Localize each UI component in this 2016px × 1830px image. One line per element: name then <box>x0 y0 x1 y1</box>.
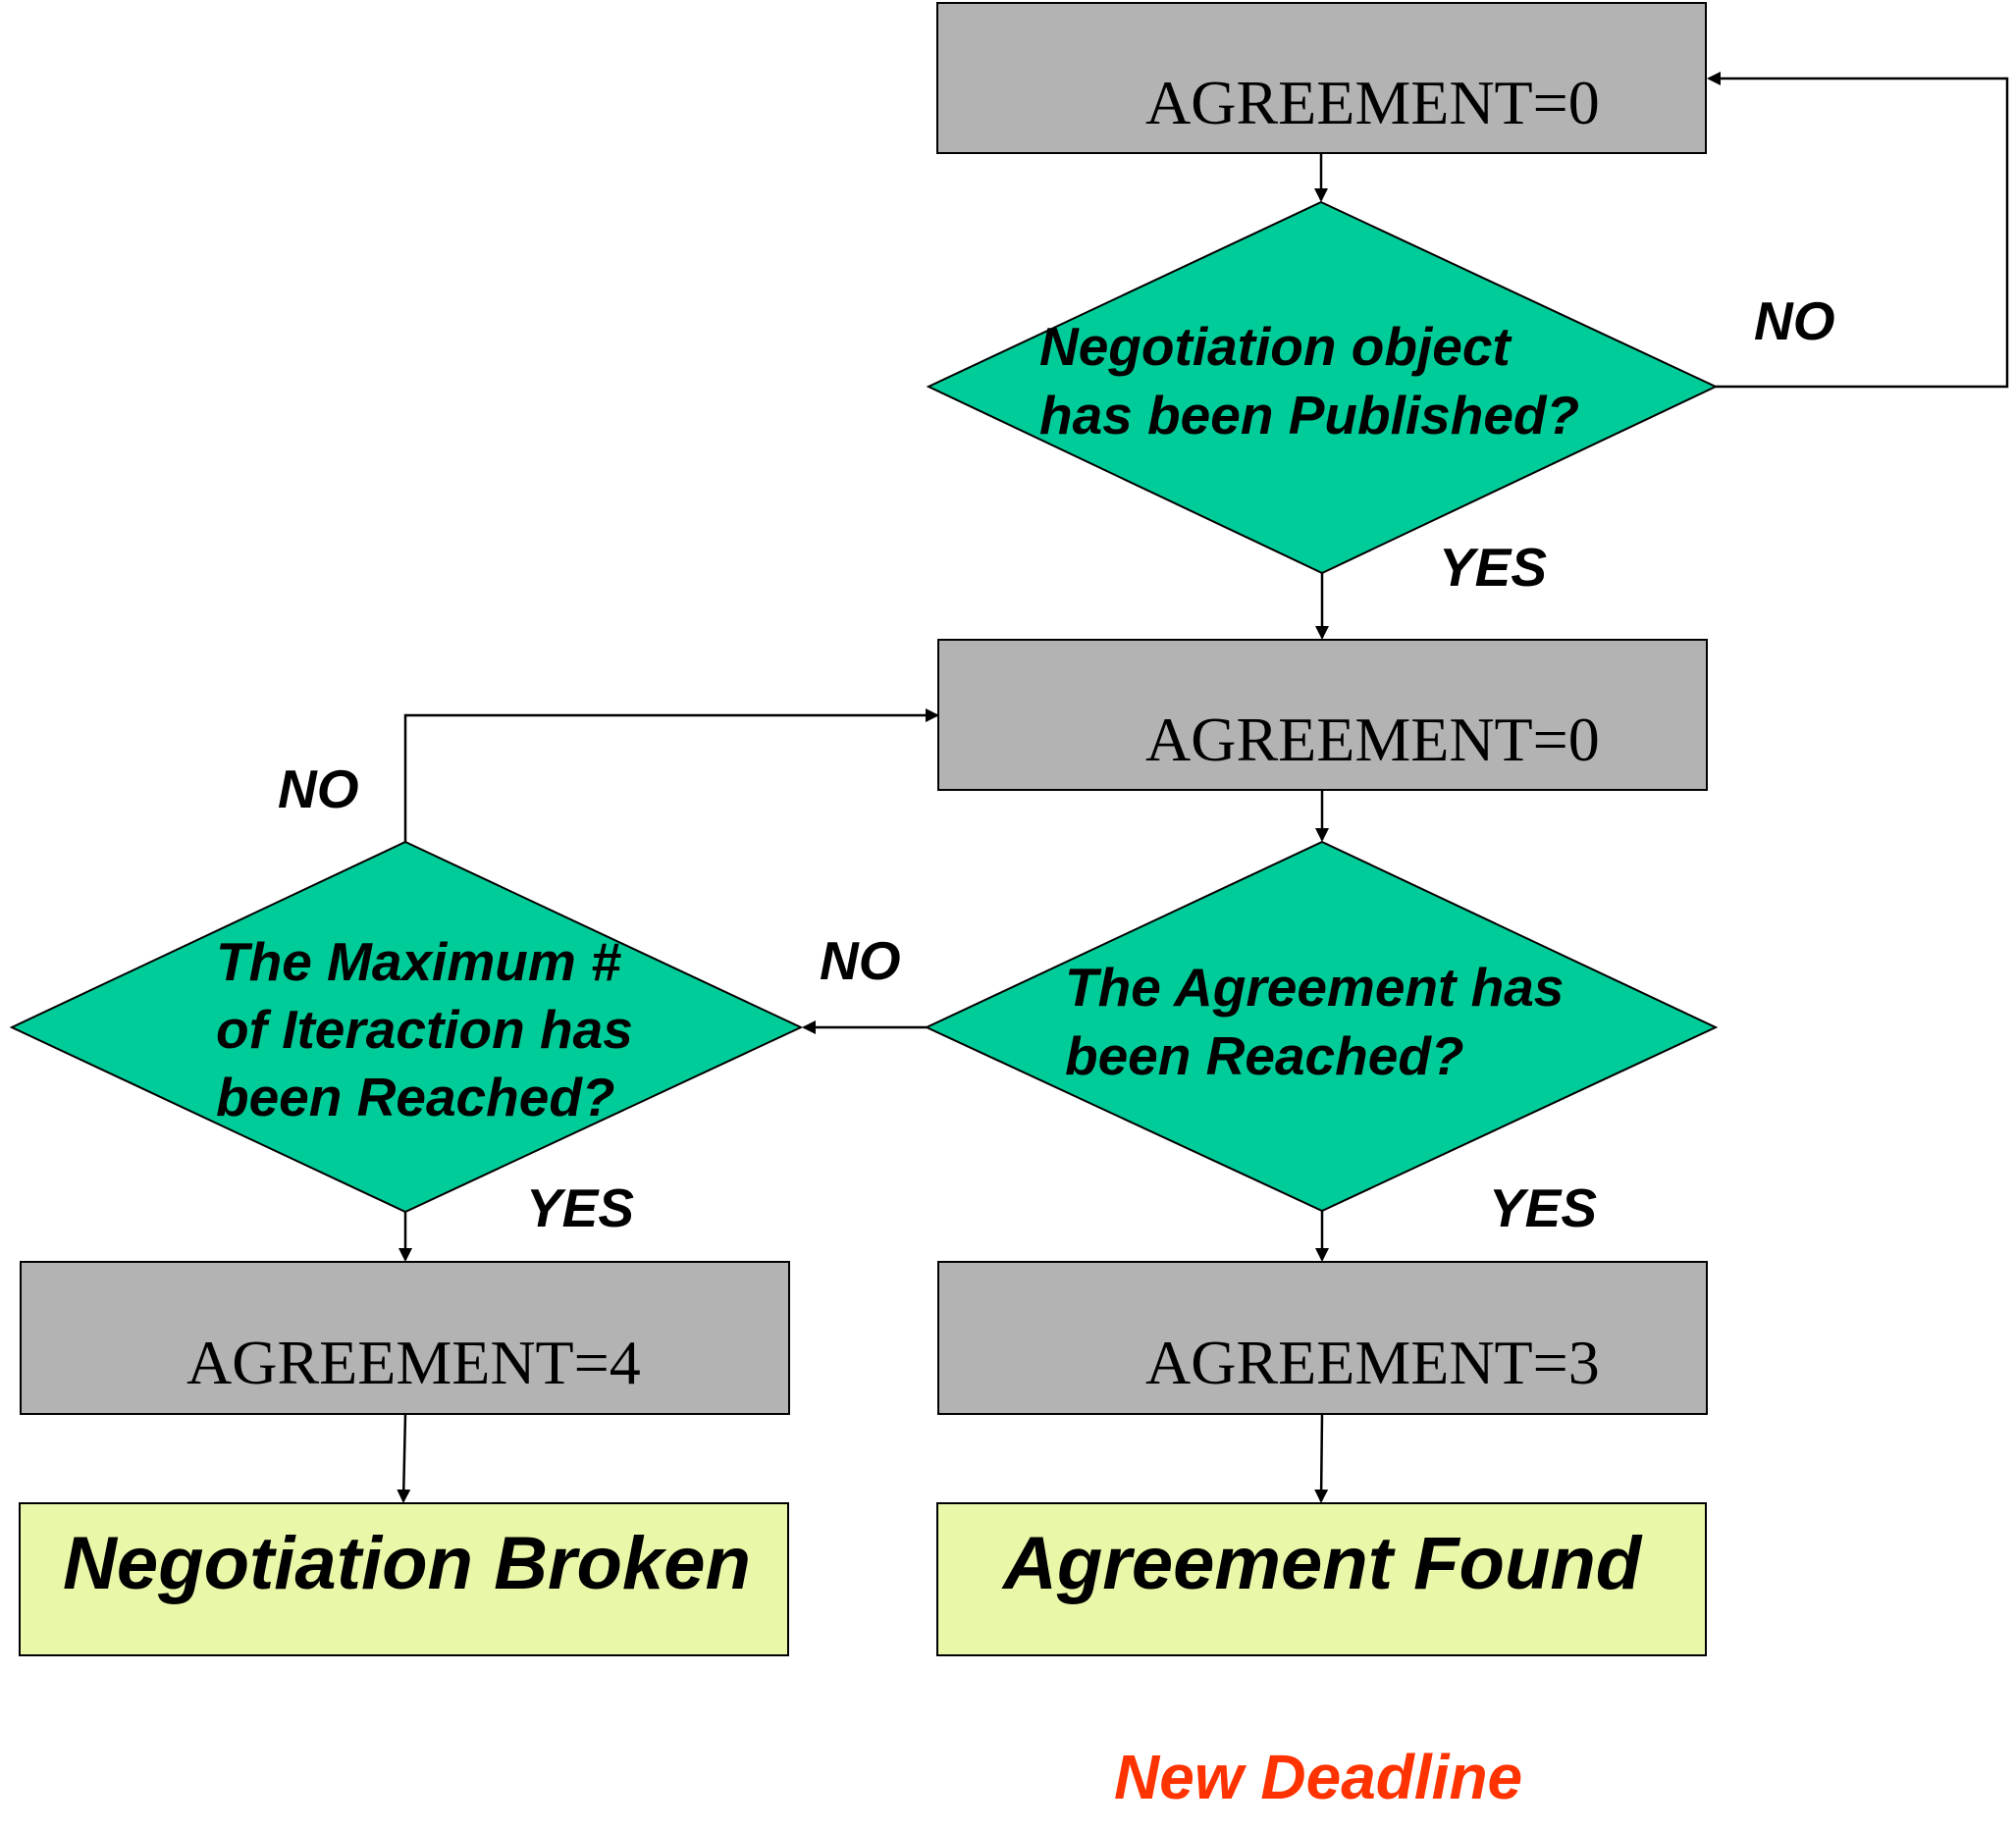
decision-line-2: of Iteraction has <box>216 999 633 1060</box>
edge-label-decision2-yes: YES <box>1489 1177 1597 1238</box>
decision-negotiation-published: Negotiation object has been Published? <box>926 200 1719 575</box>
decision-line-2: been Reached? <box>1065 1025 1464 1086</box>
box-label: AGREEMENT=4 <box>186 1328 641 1397</box>
edge-decision1-no-loop <box>1707 72 2009 389</box>
decision-line-1: Negotiation object <box>1039 316 1512 377</box>
box-label: AGREEMENT=3 <box>1145 1328 1600 1397</box>
edge-label-decision2-no: NO <box>820 930 901 991</box>
process-box-agreement-0-top: AGREEMENT=0 <box>936 2 1707 154</box>
caption-new-deadline: New Deadline <box>1114 1742 1522 1812</box>
edge-label-decision3-no: NO <box>278 758 359 819</box>
decision-line-2: has been Published? <box>1039 385 1579 445</box>
decision-max-iteration-reached: The Maximum # of Iteraction has been Rea… <box>9 840 804 1214</box>
process-box-agreement-0-middle: AGREEMENT=0 <box>937 639 1708 791</box>
terminal-label: Negotiation Broken <box>63 1522 751 1605</box>
edge-label-decision3-yes: YES <box>526 1177 634 1238</box>
box-label: AGREEMENT=0 <box>1145 68 1600 137</box>
connectors <box>397 72 2009 1503</box>
terminal-negotiation-broken: Negotiation Broken <box>19 1502 789 1656</box>
process-box-agreement-4: AGREEMENT=4 <box>20 1261 790 1415</box>
edge-label-decision1-yes: YES <box>1439 537 1547 598</box>
edge-box3-to-terminal-broken <box>397 1413 411 1503</box>
terminal-label: Agreement Found <box>1001 1522 1643 1605</box>
edge-decision3-no-to-box2 <box>403 708 939 842</box>
decision-line-1: The Maximum # <box>216 931 621 992</box>
decision-agreement-reached: The Agreement has been Reached? <box>924 840 1719 1213</box>
process-box-agreement-3: AGREEMENT=3 <box>937 1261 1708 1415</box>
decision-line-1: The Agreement has <box>1065 957 1564 1018</box>
box-label: AGREEMENT=0 <box>1145 705 1600 774</box>
edge-label-decision1-no: NO <box>1754 290 1835 351</box>
terminal-agreement-found: Agreement Found <box>936 1502 1707 1656</box>
decision-line-3: been Reached? <box>216 1067 615 1127</box>
edge-box4-to-terminal-found <box>1314 1413 1329 1503</box>
